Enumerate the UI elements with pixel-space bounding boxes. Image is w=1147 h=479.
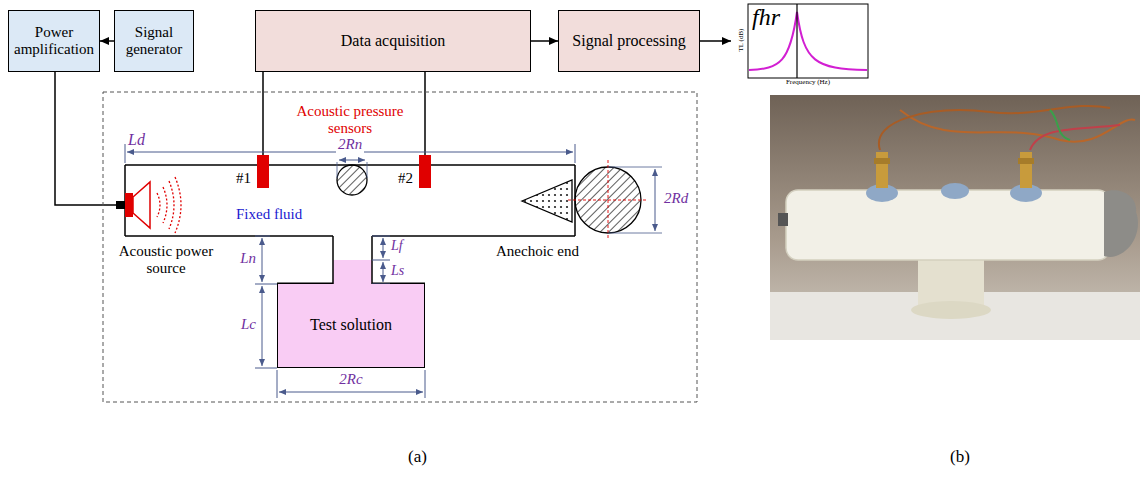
sensor-wire [262,72,264,155]
neck-cross-section [337,160,367,195]
box-label: Power amplification [13,24,95,59]
dimension-lines [125,144,575,398]
box-label: Signal processing [572,32,685,50]
box-label: Test solution [310,316,392,334]
annotation-label: #1 [236,170,251,187]
annotation-label: 2Rc [331,371,371,388]
annotation-label: Frequency (Hz) [770,78,846,86]
resonator-cavity: Test solution [277,284,425,368]
annotation-label: fhr [752,4,780,32]
box-label: Data acquisition [341,32,445,50]
annotation-label: Lc [226,316,256,333]
annotation-label: Ld [128,131,145,149]
setup-photo [770,95,1140,340]
annotation-label: Acoustic power source [116,243,216,278]
annotation-label: #2 [398,170,413,187]
anechoic-termination [522,180,572,222]
axis-label: TL (dB) [737,25,745,55]
impedance-tube [125,165,575,236]
signal-arrow [100,40,114,42]
power-wire [55,72,118,205]
pressure-sensor [257,155,269,188]
annotation-label: Acoustic pressure sensors [283,103,417,138]
annotation-label: (b) [950,447,970,467]
annotation-label: Lf [391,238,403,254]
annotation-label: Ls [391,263,404,279]
annotation-label: Fixed fluid [236,206,302,223]
resonator-neck [277,236,425,284]
speaker-symbol [116,177,181,233]
process-box: Signal processing [558,10,700,72]
tl-spectrum-chart [748,4,868,78]
annotation-label: (a) [408,447,427,467]
annotation-label: 2Rn [336,136,364,153]
annotation-label: Ln [226,250,256,267]
process-box: Power amplification [8,10,100,72]
output-arrow [700,40,731,42]
annotation-label: 2Rd [664,190,688,207]
setup-frame [103,92,697,402]
box-label: Signal generator [119,24,189,59]
signal-arrow [531,40,558,42]
pressure-sensor [419,155,431,188]
sensor-wire [424,72,426,155]
duct-cross-section [568,160,662,240]
process-box: Signal generator [114,10,194,72]
process-box: Data acquisition [255,10,531,72]
annotation-label: Anechoic end [496,243,579,260]
